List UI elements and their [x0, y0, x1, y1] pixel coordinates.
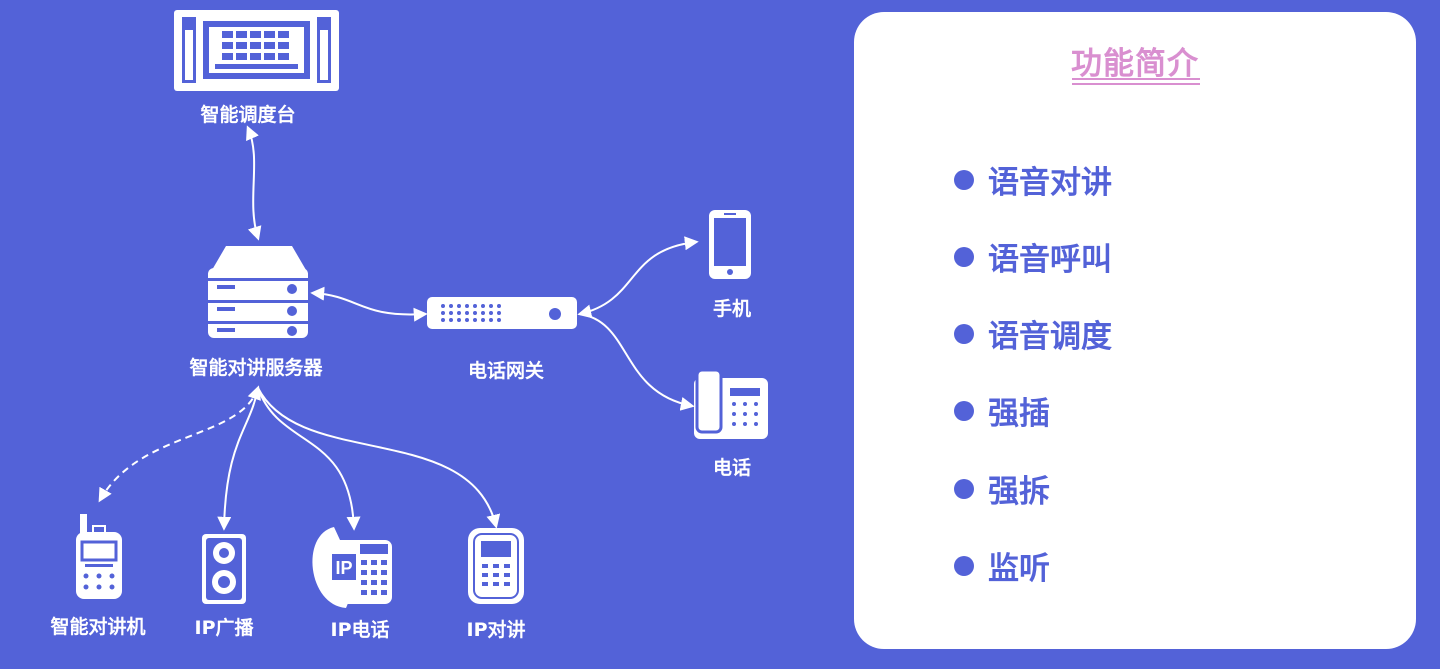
feature-label: 语音对讲 [988, 165, 1112, 201]
ip-intercom-icon [468, 528, 524, 604]
label-dispatch-console: 智能调度台 [200, 104, 296, 126]
feature-item: 强插 [954, 388, 1050, 433]
ip-speaker-icon [202, 534, 246, 604]
mobile-phone-icon [709, 210, 751, 279]
link-gateway-mobile [577, 236, 699, 319]
label-walkie-talkie: 智能对讲机 [50, 616, 146, 638]
feature-label: 强插 [988, 396, 1050, 432]
link-server-ipphone [257, 387, 361, 531]
label-ip-intercom: IP对讲 [466, 619, 526, 641]
title-underline [1072, 83, 1200, 85]
label-intercom-server: 智能对讲服务器 [189, 357, 323, 379]
desk-phone-icon [694, 368, 768, 439]
label-ip-phone: IP电话 [330, 619, 390, 641]
bullet-dot [954, 323, 974, 344]
connections [98, 125, 699, 531]
label-mobile-phone: 手机 [712, 298, 752, 320]
ip-phone-icon: IP [312, 527, 392, 608]
walkie-talkie-icon [76, 514, 122, 599]
feature-item: 强拆 [954, 466, 1050, 511]
link-server-gateway [310, 286, 428, 322]
network-diagram: IP [76, 10, 768, 608]
bullet-dot [954, 555, 974, 576]
label-telephone-gateway: 电话网关 [467, 360, 545, 382]
label-ip-speaker: IP广播 [194, 617, 254, 639]
panel-title: 功能简介 [1071, 46, 1199, 82]
link-gateway-phone [579, 313, 695, 411]
bullet-dot [954, 246, 974, 267]
feature-label: 强拆 [988, 474, 1050, 510]
feature-item: 语音调度 [954, 311, 1112, 356]
label-desk-phone: 电话 [712, 457, 752, 479]
link-server-broadcast [217, 387, 259, 531]
feature-item: 语音呼叫 [954, 234, 1112, 279]
feature-item: 监听 [954, 543, 1050, 588]
title-underline [1072, 78, 1200, 80]
telephone-gateway-icon [427, 297, 577, 329]
feature-item: 语音对讲 [954, 157, 1112, 202]
bullet-dot [954, 400, 974, 421]
feature-label: 语音呼叫 [988, 242, 1112, 278]
dispatch-console-icon [174, 10, 339, 91]
feature-label: 语音调度 [988, 319, 1112, 355]
feature-panel: 功能简介 语音对讲 语音呼叫 语音调度 强插 强拆 监听 [854, 12, 1416, 649]
feature-label: 监听 [988, 551, 1050, 587]
intercom-server-icon [208, 246, 308, 338]
svg-text:IP: IP [335, 558, 352, 578]
link-server-radio [98, 385, 261, 503]
link-server-intercom [257, 387, 501, 529]
link-console-server [246, 125, 262, 241]
bullet-dot [954, 478, 974, 499]
bullet-dot [954, 169, 974, 190]
